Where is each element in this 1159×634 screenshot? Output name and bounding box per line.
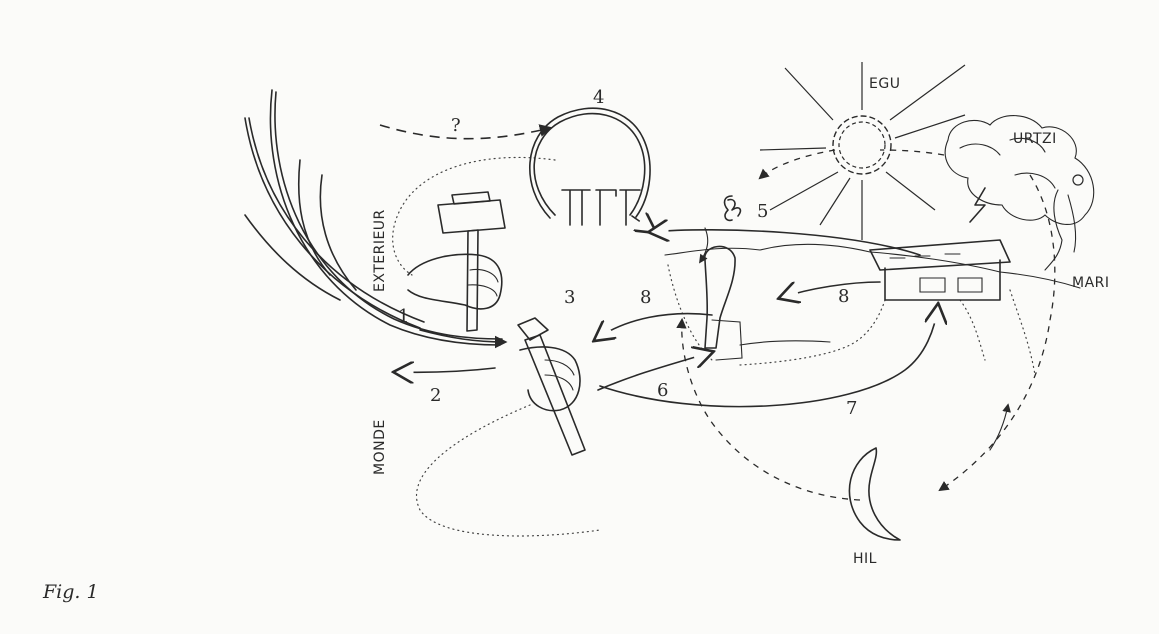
figure-caption: Fig. 1 [42,581,99,603]
number-5: 5 [757,201,768,222]
number-3: 3 [564,287,575,308]
landscape [664,243,1081,376]
dashed-loop-top [760,149,945,178]
label-urtzi: URTZI [1013,131,1057,147]
dashed-loop-right [938,174,1056,492]
number-7: 7 [846,398,857,419]
hammer-icon [407,191,506,332]
label-exterieur: EXTERIEUR [372,209,388,292]
label-question: ? [451,115,461,136]
arrow-hil-up [989,403,1011,451]
arrow-8-right [780,281,881,298]
arrow-6 [597,352,712,391]
label-hil: HIL [853,551,877,567]
number-8-left: 8 [640,287,651,308]
label-egu: EGU [869,76,900,92]
arrow-5-down [699,227,709,264]
dashed-arrow-question [379,124,553,140]
storm-cloud-icon [944,115,1095,225]
arrow-8-left [595,312,713,340]
dashed-loop-bottom [676,317,861,501]
tombstone [704,245,831,361]
label-mari: MARI [1072,275,1110,291]
arrow-2 [395,368,496,372]
arrow-1 [419,329,508,349]
number-1: 1 [398,306,409,327]
megalith-icon [529,107,655,232]
chisel-icon [517,317,586,456]
number-2: 2 [430,385,441,406]
world-curves [244,89,503,346]
crescent-moon-icon [848,447,901,541]
swastika-icon [723,195,742,222]
dotted-hammer-link [392,156,556,276]
arrow-5 [650,230,921,256]
mari-figure [1044,174,1084,271]
house-icon [869,239,1011,301]
sun-icon [759,62,966,240]
lightning-icon [969,187,986,223]
number-8-right: 8 [838,286,849,307]
dotted-chisel-link [416,404,601,537]
arrow-7 [599,305,938,408]
label-monde: MONDE [372,419,388,475]
number-4: 4 [593,87,604,108]
number-6: 6 [657,380,668,401]
